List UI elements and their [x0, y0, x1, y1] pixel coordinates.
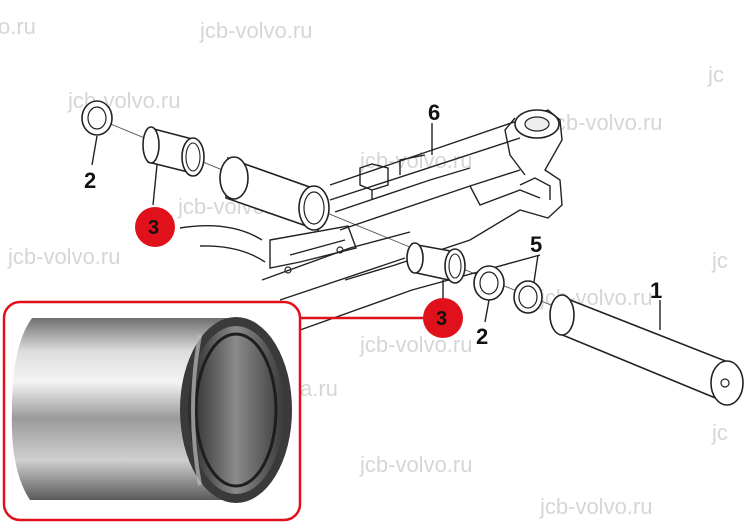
watermark: jcb-volvo.ru [359, 332, 472, 357]
bushing-outer-surface [11, 318, 241, 500]
callout-bushing-upper: 3 [148, 217, 159, 239]
bushing-lower [406, 242, 466, 284]
watermark-partial: jc [707, 62, 724, 87]
callouts: 2 6 5 1 2 3 3 [84, 100, 662, 349]
callout-shim: 5 [530, 232, 542, 257]
watermark: jcb-volvo.ru [359, 452, 472, 477]
watermark-partial: a.ru [300, 376, 338, 401]
washer-upper [81, 100, 113, 136]
washer-lower [473, 265, 505, 301]
watermark: jcb-volvo.ru [539, 494, 652, 519]
bushing-bore-groove [194, 332, 278, 488]
callout-bushing-lower: 3 [436, 308, 447, 330]
bushing-photo-inset [2, 300, 302, 522]
tube [219, 156, 330, 232]
leader-lines [91, 123, 661, 330]
highlight-marker-upper[interactable] [135, 207, 175, 247]
bushing-upper [142, 126, 205, 177]
shim [513, 280, 543, 314]
callout-washer-upper: 2 [84, 168, 96, 193]
watermark-partial: o.ru [0, 14, 36, 39]
watermark: jcb-volvo.ru [199, 18, 312, 43]
watermark: jcb-volvo.ru [7, 244, 120, 269]
watermarks: o.ru jcb-volvo.ru jc jcb-volvo.ru jcb-vo… [0, 14, 728, 519]
watermark-partial: jc [711, 248, 728, 273]
bushing-bore [188, 326, 284, 494]
highlight-marker-lower[interactable] [423, 298, 463, 338]
callout-pin: 1 [650, 278, 662, 303]
watermark: jcb-volvo.ru [549, 110, 662, 135]
arm-frame [179, 109, 563, 331]
callout-washer-lower: 2 [476, 324, 488, 349]
callout-arm: 6 [428, 100, 440, 125]
watermark-partial: jc [711, 420, 728, 445]
pin [549, 294, 744, 406]
